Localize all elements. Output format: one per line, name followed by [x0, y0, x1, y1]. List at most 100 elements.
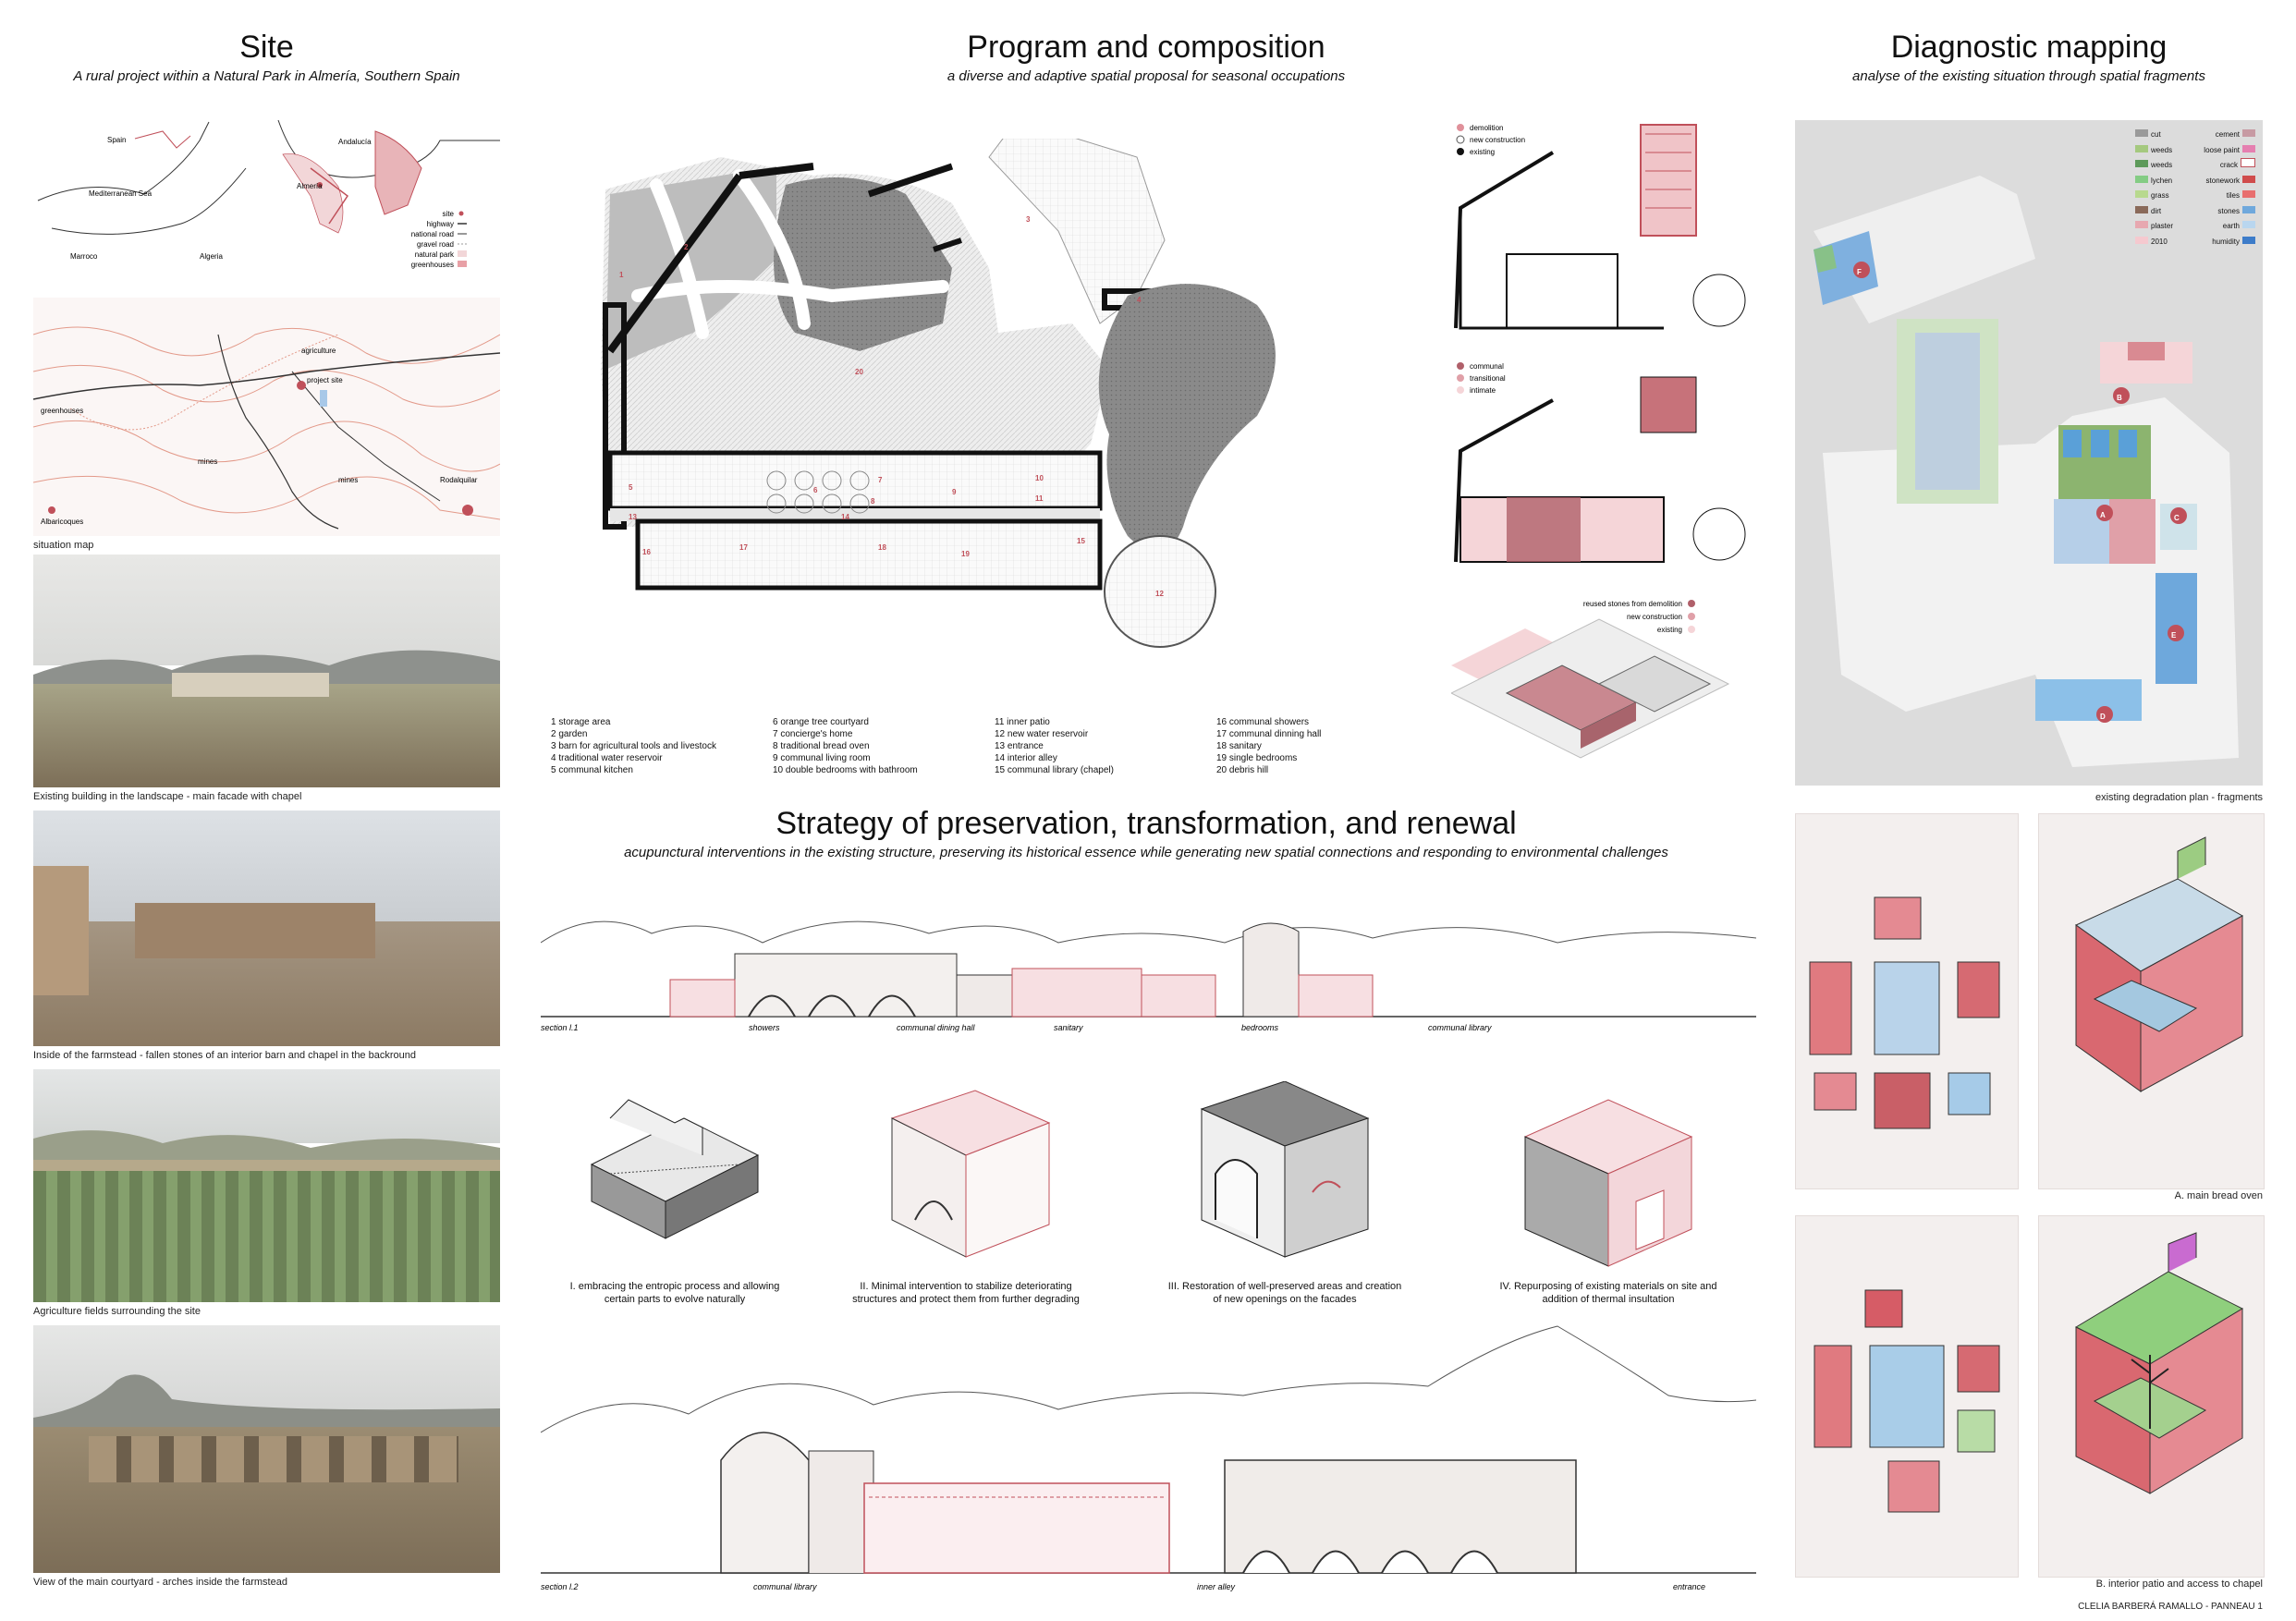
program-title: Program and composition	[967, 30, 1325, 65]
legend-item: 16 communal showers	[1216, 717, 1310, 727]
section-l1-label-showers: showers	[749, 1023, 780, 1032]
legend-item: 5 communal kitchen	[551, 765, 633, 775]
legend-natural-park: natural park	[415, 250, 455, 259]
plan-num-7: 7	[878, 476, 883, 484]
map2-label-rodalquilar: Rodalquilar	[440, 476, 478, 484]
legend-item: 7 concierge's home	[773, 729, 853, 739]
site-plan: 1 2 3 4 5 6 7 8 9 10 11 12 13 14 15 16 1…	[555, 119, 1414, 693]
diagnostic-title: Diagnostic mapping	[1890, 30, 2168, 65]
map2-label-mines-1: mines	[198, 457, 217, 466]
plan-num-4: 4	[1137, 296, 1142, 304]
legend-item: 2 garden	[551, 729, 588, 739]
diag3-legend-new: new construction	[1627, 613, 1682, 621]
mat-grass: grass	[2151, 191, 2169, 200]
mat-dirt: dirt	[2151, 206, 2162, 215]
diag2-legend-communal: communal	[1470, 362, 1504, 371]
plan-num-2: 2	[684, 243, 689, 251]
strategy-title: Strategy of preservation, transformation…	[776, 806, 1517, 841]
section-l1-label-library: communal library	[1428, 1023, 1492, 1032]
plan-num-6: 6	[813, 486, 818, 494]
section-l1-name: section l.1	[541, 1023, 579, 1032]
legend-item: 17 communal dinning hall	[1216, 729, 1322, 739]
mat-humidity: humidity	[2212, 237, 2240, 246]
map-label-andalucia: Andalucía	[338, 138, 372, 146]
section-l2-label-entrance: entrance	[1673, 1582, 1705, 1591]
section-l2-label-alley: inner alley	[1197, 1582, 1236, 1591]
site-subtitle: A rural project within a Natural Park in…	[73, 68, 460, 84]
axon-caption-1: I. embracing the entropic process and al…	[569, 1281, 780, 1305]
plan-letter-c: C	[2174, 514, 2180, 522]
situation-map: agriculture project site greenhouses min…	[32, 298, 501, 536]
map2-label-agriculture: agriculture	[301, 347, 336, 355]
map-label-spain: Spain	[107, 136, 126, 144]
plan-letter-f: F	[1857, 268, 1862, 276]
mat-cut: cut	[2151, 130, 2161, 139]
material-legend: cut weeds weeds lychen grass dirt plaste…	[2135, 128, 2257, 250]
plan-num-1: 1	[619, 271, 624, 279]
legend-item: 9 communal living room	[773, 753, 871, 763]
territory-map: Spain Mediterranean Sea Marroco Algeria …	[33, 113, 500, 279]
section-l2-drawing: section l.2 communal library inner alley…	[540, 1322, 1757, 1594]
map-label-algeria: Algeria	[200, 252, 223, 261]
degradation-plan: F B A C E D cut weeds weeds lychen grass…	[1795, 120, 2263, 786]
footer-credit: CLELIA BARBERÁ RAMALLO - PANNEAU 1	[2078, 1602, 2263, 1612]
mat-tiles: tiles	[2226, 191, 2240, 200]
axon-entropic	[573, 1081, 776, 1275]
fragments-drawing-a	[1795, 813, 2019, 1189]
legend-item: 18 sanitary	[1216, 741, 1262, 751]
plan-num-19: 19	[961, 550, 970, 558]
mat-plaster: plaster	[2151, 222, 2174, 230]
plan-letter-a: A	[2100, 511, 2106, 519]
photo-main-courtyard	[33, 1325, 500, 1573]
photo-main-facade	[33, 555, 500, 787]
program-subtitle: a diverse and adaptive spatial proposal …	[946, 68, 1346, 84]
photo-caption-3: Agriculture fields surrounding the site	[33, 1306, 201, 1317]
mat-weeds-2: weeds	[2151, 161, 2173, 169]
map-label-sea: Mediterranean Sea	[89, 189, 153, 198]
mat-crack: crack	[2219, 161, 2238, 169]
photo-caption-4: View of the main courtyard - arches insi…	[33, 1577, 287, 1588]
map2-label-albaricoques: Albaricoques	[41, 518, 83, 526]
fragments-drawing-b	[1795, 1215, 2019, 1578]
legend-item: 4 traditional water reservoir	[551, 753, 663, 763]
legend-item: 15 communal library (chapel)	[995, 765, 1114, 775]
plan-num-16: 16	[642, 548, 651, 556]
plan-num-17: 17	[739, 543, 748, 552]
legend-national-road: national road	[411, 230, 454, 238]
diagnostic-subtitle: analyse of the existing situation throug…	[1852, 68, 2205, 84]
map2-label-project-site: project site	[307, 376, 343, 384]
diag3-legend-existing: existing	[1657, 626, 1682, 634]
mat-cement: cement	[2215, 130, 2240, 139]
plan-letter-b: B	[2117, 394, 2122, 402]
plan-num-10: 10	[1035, 474, 1044, 482]
diag2-legend-intimate: intimate	[1470, 386, 1496, 395]
axon-repurposing	[1507, 1081, 1710, 1275]
section-l1-label-bedrooms: bedrooms	[1241, 1023, 1279, 1032]
degradation-plan-caption: existing degradation plan - fragments	[2095, 792, 2263, 803]
plan-letter-d: D	[2100, 713, 2106, 721]
plan-num-13: 13	[629, 513, 637, 521]
legend-site: site	[443, 210, 455, 218]
situation-map-caption: situation map	[33, 540, 94, 551]
legend-item: 12 new water reservoir	[995, 729, 1089, 739]
legend-item: 6 orange tree courtyard	[773, 717, 869, 727]
map-label-morocco: Marroco	[70, 252, 98, 261]
mat-weeds-1: weeds	[2151, 145, 2173, 154]
plan-num-9: 9	[952, 488, 957, 496]
map2-label-greenhouses: greenhouses	[41, 407, 83, 415]
axon-caption-3: III. Restoration of well-preserved areas…	[1167, 1281, 1402, 1305]
plan-num-11: 11	[1035, 494, 1044, 503]
photo-inside-farmstead	[33, 810, 500, 1046]
axon-caption-2: II. Minimal intervention to stabilize de…	[852, 1281, 1080, 1305]
drawing-caption-a: A. main bread oven	[2174, 1190, 2263, 1201]
materials-axonometry: reused stones from demolition new constr…	[1449, 591, 1756, 776]
occupation-diagram: communal transitional intimate	[1451, 359, 1756, 567]
strategy-subtitle: acupunctural interventions in the existi…	[624, 845, 1668, 860]
section-l2-name: section l.2	[541, 1582, 579, 1591]
legend-highway: highway	[427, 220, 454, 228]
legend-item: 10 double bedrooms with bathroom	[773, 765, 918, 775]
plan-num-14: 14	[841, 513, 849, 521]
mat-lychen: lychen	[2151, 176, 2173, 185]
mat-stonework: stonework	[2205, 176, 2240, 185]
legend-item: 1 storage area	[551, 717, 611, 727]
